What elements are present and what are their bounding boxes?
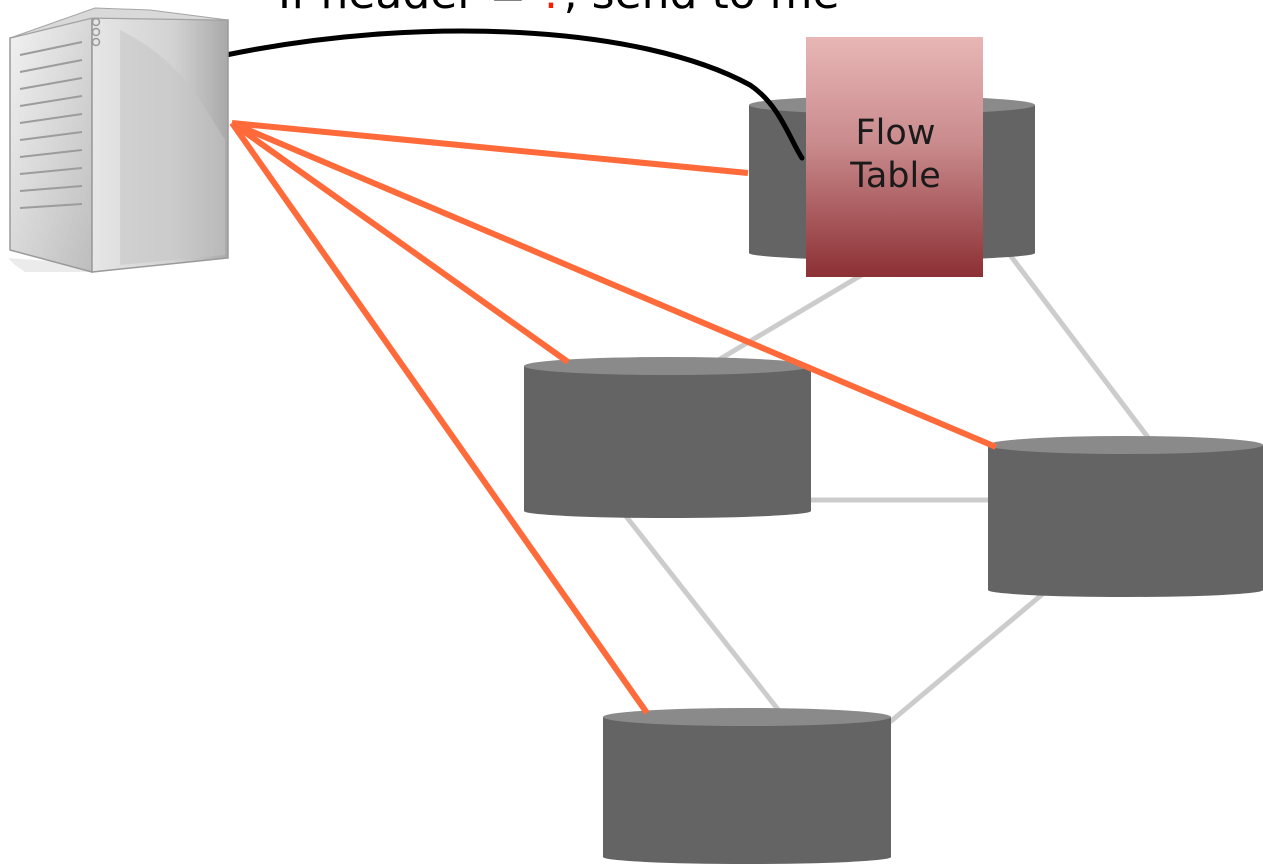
flow-table-label-line2: Table: [850, 156, 941, 196]
data-link-top-right: [1008, 253, 1152, 442]
callback-curve: [223, 28, 805, 161]
control-links: [229, 120, 998, 715]
switch-right: [988, 436, 1263, 597]
data-link-middle-bottom: [623, 513, 782, 714]
control-link-middle: [230, 120, 570, 365]
caption-prefix: If header =: [278, 0, 540, 19]
data-link-right-bottom: [888, 590, 1047, 724]
control-link-top: [231, 120, 749, 176]
switch-bottom: [603, 708, 891, 864]
caption-suffix: , send to me: [564, 0, 840, 19]
flow-table-label: Flow Table: [808, 112, 983, 198]
control-link-bottom: [229, 121, 650, 715]
flow-table-label-line1: Flow: [855, 113, 936, 153]
data-links: [623, 253, 1152, 724]
data-link-top-middle: [713, 267, 872, 365]
switch-middle: [524, 357, 811, 518]
control-link-right: [230, 120, 998, 450]
caption-highlight: ?: [540, 0, 563, 19]
server-icon: [8, 7, 229, 273]
flow-table-box: [806, 37, 983, 277]
callback-caption: If header = ?, send to me: [278, 0, 840, 18]
